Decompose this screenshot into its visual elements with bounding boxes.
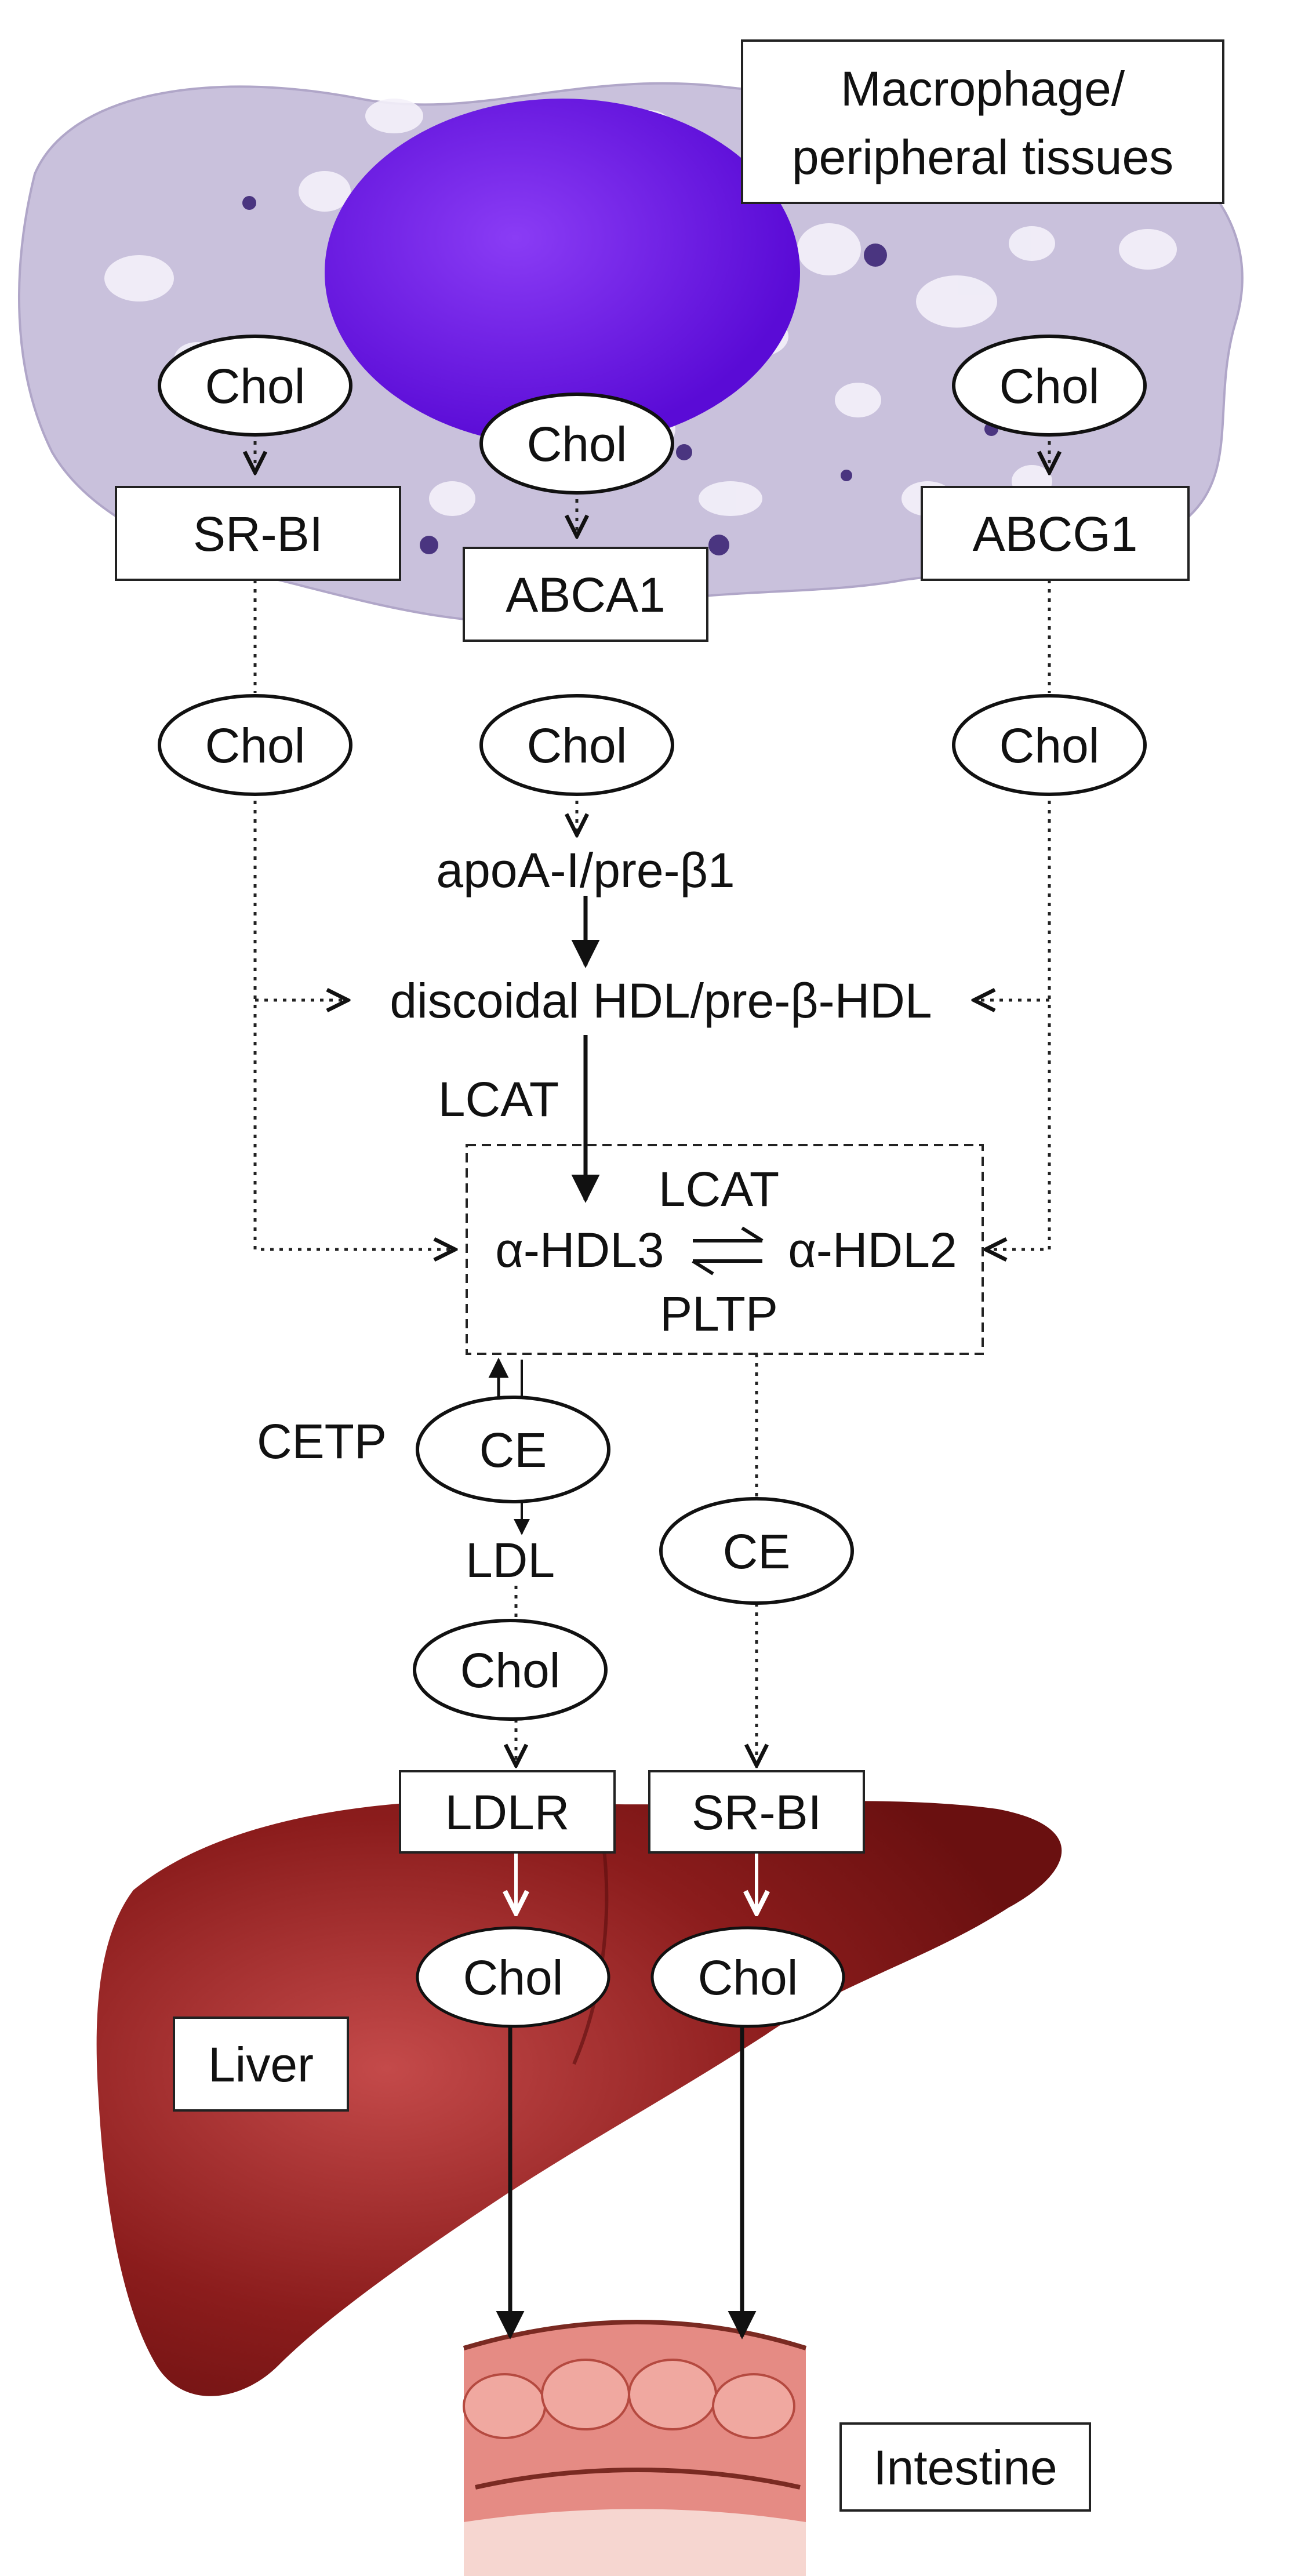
discoidal-hdl-label: discoidal HDL/pre-β-HDL bbox=[390, 973, 932, 1028]
svg-text:Chol: Chol bbox=[463, 1950, 564, 2005]
chol-node-liver-right: Chol bbox=[650, 1926, 845, 2028]
svg-text:Chol: Chol bbox=[999, 359, 1100, 413]
intestine-label-box: Intestine bbox=[839, 2422, 1091, 2512]
alpha-hdl3-label: α-HDL3 bbox=[495, 1223, 664, 1277]
chol-node-mid-right: Chol bbox=[952, 694, 1147, 796]
sr-bi-box-cell: SR-BI bbox=[115, 486, 401, 581]
liver-label-box: Liver bbox=[173, 2017, 349, 2112]
svg-text:ABCA1: ABCA1 bbox=[506, 568, 665, 622]
macrophage-label-line2: peripheral tissues bbox=[792, 130, 1173, 184]
svg-text:Chol: Chol bbox=[205, 359, 306, 413]
apoa-label: apoA-I/pre-β1 bbox=[436, 843, 735, 898]
chol-node-ldl: Chol bbox=[413, 1619, 608, 1721]
svg-text:Chol: Chol bbox=[205, 718, 306, 773]
abca1-box: ABCA1 bbox=[463, 547, 708, 642]
svg-text:SR-BI: SR-BI bbox=[692, 1785, 821, 1840]
lcat-label-box: LCAT bbox=[659, 1162, 779, 1216]
chol-node-mid-middle: Chol bbox=[479, 694, 674, 796]
pltp-label: PLTP bbox=[660, 1287, 778, 1341]
macrophage-label-box: Macrophage/ peripheral tissues bbox=[741, 39, 1224, 204]
chol-node-top-right: Chol bbox=[952, 335, 1147, 437]
arrow-right-to-alpha-hdl2 bbox=[986, 791, 1051, 1249]
ce-node-left: CE bbox=[416, 1396, 610, 1503]
svg-text:CE: CE bbox=[723, 1524, 791, 1579]
svg-text:Chol: Chol bbox=[527, 417, 627, 471]
alpha-hdl-dashed-box bbox=[466, 1144, 984, 1355]
svg-text:SR-BI: SR-BI bbox=[193, 507, 323, 561]
svg-text:Liver: Liver bbox=[208, 2037, 314, 2092]
chol-node-mid-left: Chol bbox=[158, 694, 352, 796]
cell-nucleus bbox=[325, 99, 800, 446]
svg-text:Chol: Chol bbox=[527, 718, 627, 773]
lcat-label-left: LCAT bbox=[438, 1072, 559, 1127]
abcg1-box: ABCG1 bbox=[921, 486, 1190, 581]
svg-text:ABCG1: ABCG1 bbox=[973, 507, 1138, 561]
chol-node-liver-left: Chol bbox=[416, 1926, 610, 2028]
equilibrium-arrows bbox=[692, 1226, 764, 1276]
ldl-label: LDL bbox=[466, 1533, 555, 1587]
sr-bi-box-liver: SR-BI bbox=[648, 1770, 865, 1854]
macrophage-label-line1: Macrophage/ bbox=[841, 61, 1125, 116]
intestine-illustration bbox=[463, 2320, 807, 2576]
chol-node-top-middle: Chol bbox=[479, 393, 674, 495]
svg-text:Chol: Chol bbox=[698, 1950, 798, 2005]
ldlr-box: LDLR bbox=[399, 1770, 616, 1854]
svg-text:Chol: Chol bbox=[460, 1643, 561, 1698]
arrow-left-to-alpha-hdl3 bbox=[253, 791, 455, 1249]
svg-text:Chol: Chol bbox=[999, 718, 1100, 773]
cetp-label: CETP bbox=[257, 1414, 387, 1469]
svg-text:LDLR: LDLR bbox=[445, 1785, 570, 1840]
svg-text:CE: CE bbox=[479, 1423, 547, 1477]
svg-text:Intestine: Intestine bbox=[873, 2440, 1057, 2495]
ce-node-right: CE bbox=[659, 1497, 854, 1605]
chol-node-top-left: Chol bbox=[158, 335, 352, 437]
alpha-hdl2-label: α-HDL2 bbox=[788, 1223, 957, 1277]
